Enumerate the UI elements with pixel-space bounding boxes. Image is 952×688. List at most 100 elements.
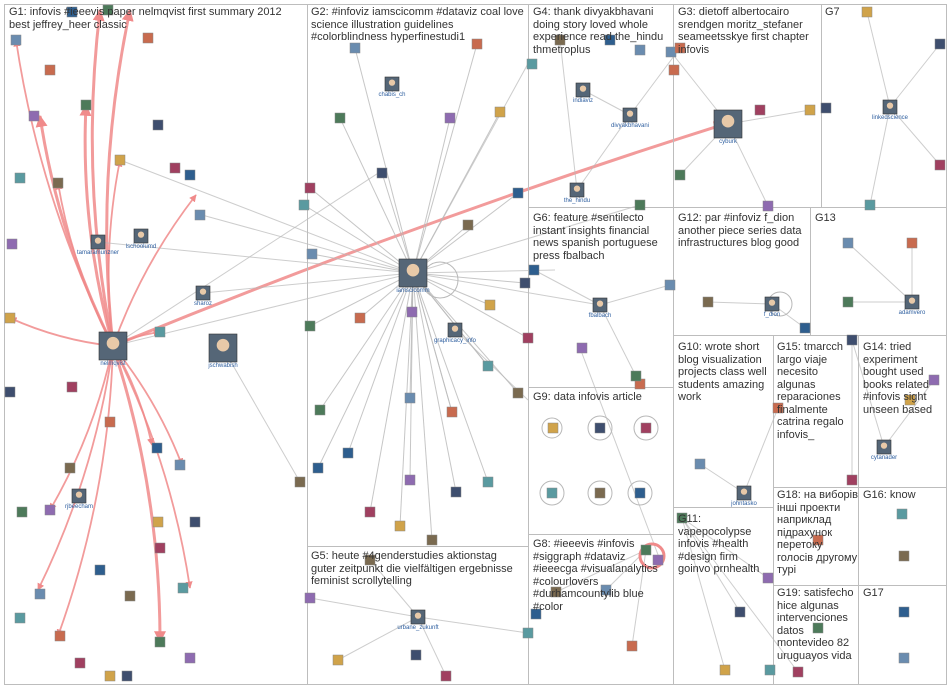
- vertex-image[interactable]: [846, 334, 858, 346]
- vertex-image[interactable]: [154, 542, 166, 554]
- vertex-image[interactable]: [406, 306, 418, 318]
- vertex-image[interactable]: [44, 64, 56, 76]
- vertex-image[interactable]: [861, 6, 873, 18]
- vertex-image[interactable]: [898, 550, 910, 562]
- vertex-image[interactable]: [189, 516, 201, 528]
- vertex-image[interactable]: [154, 636, 166, 648]
- vertex-image[interactable]: [762, 200, 774, 212]
- vertex-image[interactable]: [804, 104, 816, 116]
- vertex-image[interactable]: [864, 199, 876, 211]
- vertex-image[interactable]: [792, 666, 804, 678]
- vertex-image[interactable]: [426, 534, 438, 546]
- vertex-image[interactable]: [640, 544, 652, 556]
- vertex-image[interactable]: [519, 277, 531, 289]
- vertex-image[interactable]: [376, 167, 388, 179]
- vertex-image[interactable]: [764, 664, 776, 676]
- vertex-image[interactable]: [14, 172, 26, 184]
- vertex-image[interactable]: [550, 586, 562, 598]
- vertex-image[interactable]: [820, 102, 832, 114]
- vertex-image[interactable]: [6, 238, 18, 250]
- vertex-image[interactable]: [102, 4, 114, 16]
- vertex-image[interactable]: [594, 487, 606, 499]
- vertex-image[interactable]: [494, 106, 506, 118]
- vertex-image[interactable]: [719, 664, 731, 676]
- vertex-image[interactable]: [4, 312, 16, 324]
- vertex-image[interactable]: [471, 38, 483, 50]
- vertex-image[interactable]: [121, 670, 133, 682]
- vertex-image[interactable]: [450, 486, 462, 498]
- vertex-image[interactable]: [10, 34, 22, 46]
- vertex-image[interactable]: [600, 584, 612, 596]
- vertex-image[interactable]: [928, 374, 940, 386]
- vertex-image[interactable]: [184, 169, 196, 181]
- vertex-image[interactable]: [594, 422, 606, 434]
- vertex-image[interactable]: [444, 112, 456, 124]
- vertex-image[interactable]: [124, 590, 136, 602]
- vertex-image[interactable]: [446, 406, 458, 418]
- vertex-image[interactable]: [668, 64, 680, 76]
- vertex-image[interactable]: [104, 670, 116, 682]
- vertex-image[interactable]: [294, 476, 306, 488]
- vertex-image[interactable]: [194, 209, 206, 221]
- vertex-image[interactable]: [94, 564, 106, 576]
- vertex-image[interactable]: [44, 504, 56, 516]
- vertex-image[interactable]: [306, 248, 318, 260]
- vertex-image[interactable]: [630, 370, 642, 382]
- vertex-image[interactable]: [674, 42, 686, 54]
- vertex-image[interactable]: [80, 99, 92, 111]
- vertex-image[interactable]: [898, 606, 910, 618]
- vertex-image[interactable]: [694, 458, 706, 470]
- vertex-image[interactable]: [634, 487, 646, 499]
- vertex-image[interactable]: [842, 237, 854, 249]
- vertex-image[interactable]: [734, 606, 746, 618]
- vertex-image[interactable]: [934, 38, 946, 50]
- vertex-image[interactable]: [530, 608, 542, 620]
- vertex-image[interactable]: [576, 342, 588, 354]
- vertex-image[interactable]: [799, 322, 811, 334]
- vertex-image[interactable]: [462, 219, 474, 231]
- vertex-image[interactable]: [754, 104, 766, 116]
- vertex-image[interactable]: [66, 6, 78, 18]
- vertex-image[interactable]: [14, 612, 26, 624]
- vertex-image[interactable]: [394, 520, 406, 532]
- vertex-image[interactable]: [522, 627, 534, 639]
- vertex-image[interactable]: [482, 360, 494, 372]
- vertex-image[interactable]: [554, 34, 566, 46]
- vertex-image[interactable]: [526, 58, 538, 70]
- vertex-image[interactable]: [142, 32, 154, 44]
- vertex-image[interactable]: [522, 332, 534, 344]
- vertex-image[interactable]: [298, 199, 310, 211]
- vertex-image[interactable]: [812, 534, 824, 546]
- vertex-image[interactable]: [652, 554, 664, 566]
- vertex-image[interactable]: [114, 154, 126, 166]
- vertex-image[interactable]: [342, 447, 354, 459]
- vertex-image[interactable]: [547, 422, 559, 434]
- vertex-image[interactable]: [334, 112, 346, 124]
- vertex-image[interactable]: [846, 474, 858, 486]
- vertex-image[interactable]: [304, 320, 316, 332]
- vertex-image[interactable]: [404, 474, 416, 486]
- vertex-image[interactable]: [74, 657, 86, 669]
- vertex-image[interactable]: [634, 199, 646, 211]
- vertex-image[interactable]: [404, 392, 416, 404]
- vertex-image[interactable]: [54, 630, 66, 642]
- vertex-image[interactable]: [896, 508, 908, 520]
- vertex-image[interactable]: [702, 296, 714, 308]
- vertex-image[interactable]: [314, 404, 326, 416]
- vertex-image[interactable]: [28, 110, 40, 122]
- vertex-image[interactable]: [364, 506, 376, 518]
- vertex-image[interactable]: [674, 169, 686, 181]
- vertex-image[interactable]: [904, 394, 916, 406]
- vertex-image[interactable]: [152, 119, 164, 131]
- vertex-image[interactable]: [934, 159, 946, 171]
- vertex-image[interactable]: [349, 42, 361, 54]
- vertex-image[interactable]: [184, 652, 196, 664]
- vertex-image[interactable]: [626, 640, 638, 652]
- vertex-image[interactable]: [16, 506, 28, 518]
- vertex-image[interactable]: [410, 649, 422, 661]
- vertex-image[interactable]: [440, 670, 452, 682]
- vertex-image[interactable]: [906, 237, 918, 249]
- vertex-image[interactable]: [604, 34, 616, 46]
- vertex-image[interactable]: [528, 264, 540, 276]
- vertex-image[interactable]: [512, 187, 524, 199]
